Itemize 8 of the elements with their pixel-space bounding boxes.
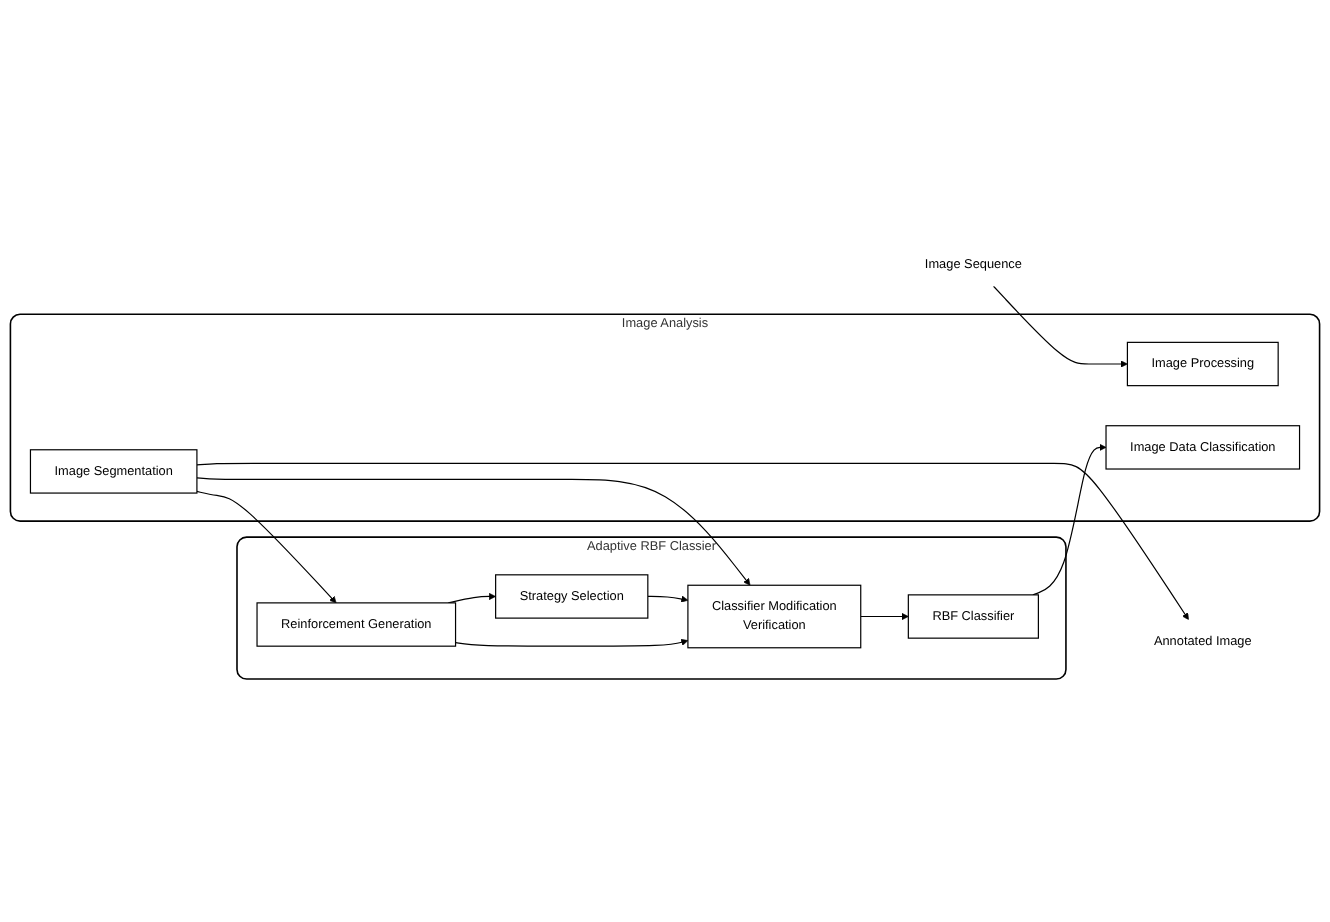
- arrow: [454, 638, 689, 647]
- arrow: [196, 462, 1189, 621]
- arrow: [647, 595, 689, 603]
- arrow: [992, 285, 1128, 368]
- arrow: [1032, 443, 1107, 596]
- arrow: [860, 613, 909, 621]
- arrow: [196, 477, 751, 586]
- arrow: [196, 490, 337, 604]
